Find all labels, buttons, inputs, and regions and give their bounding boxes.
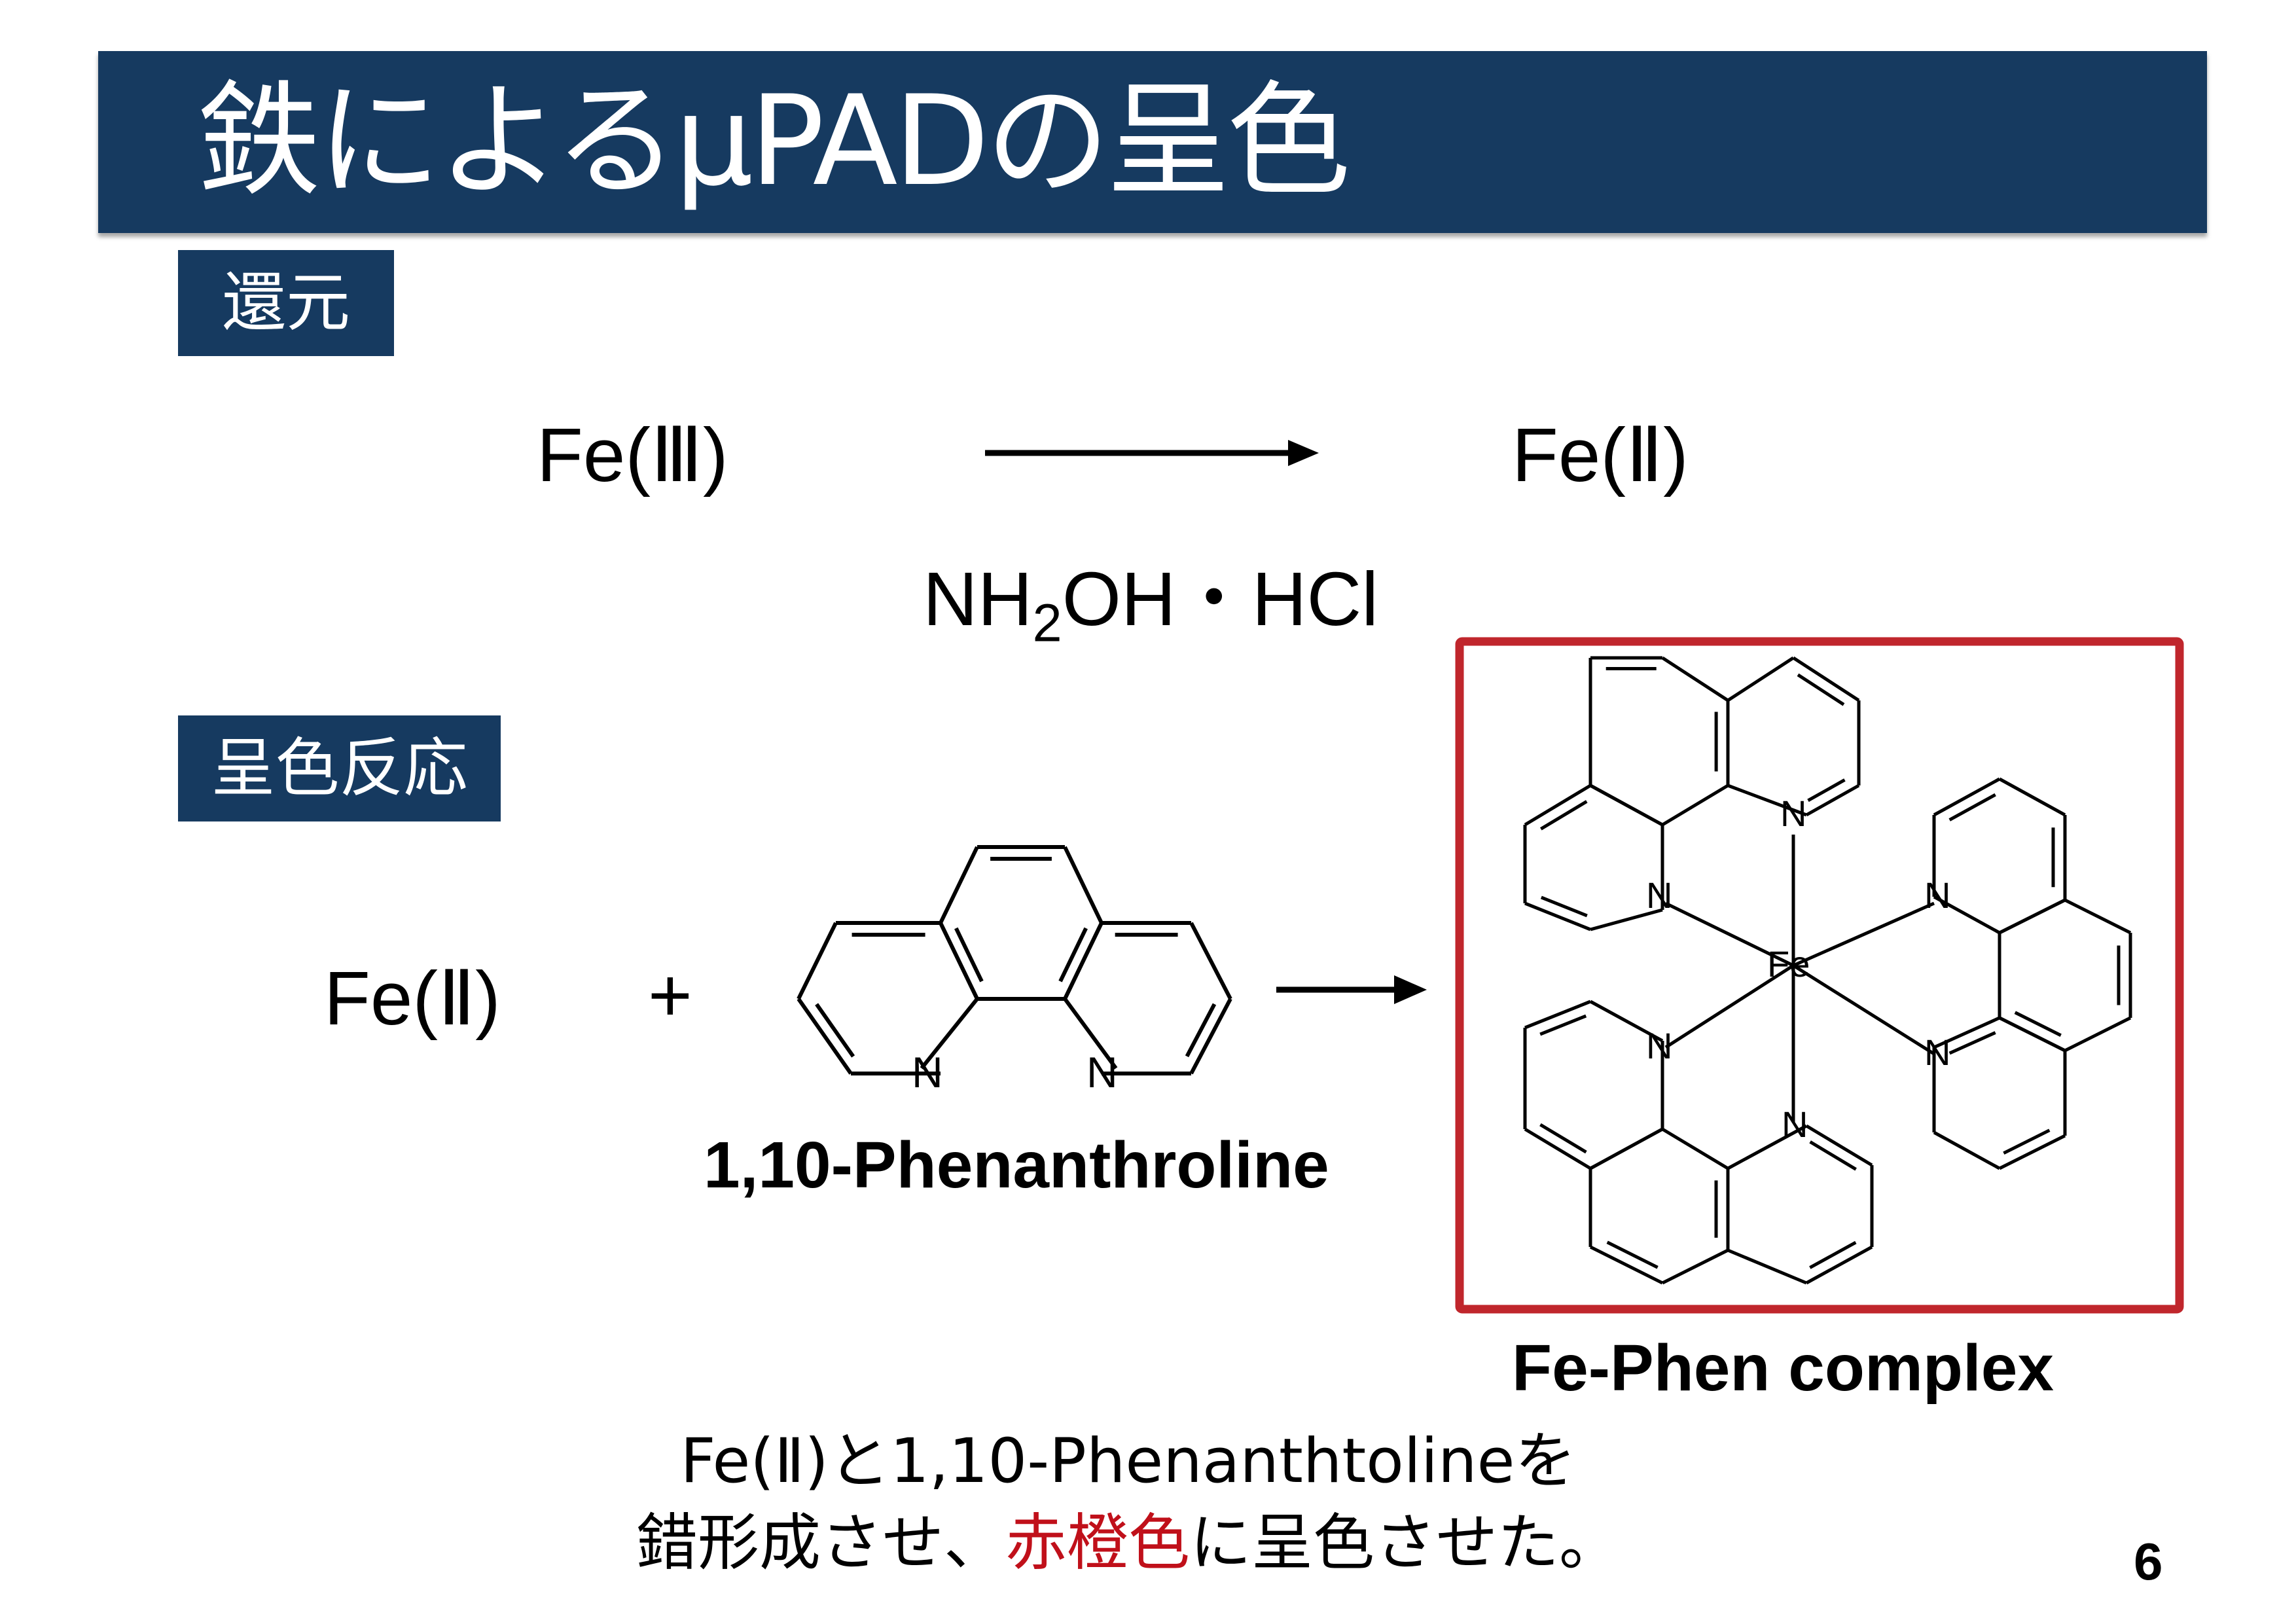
bond (1998, 1134, 2066, 1170)
bond (1589, 784, 1664, 827)
double-bond (2003, 1128, 2051, 1155)
double-bond (1797, 673, 1845, 706)
bond (1664, 901, 1795, 967)
bond (1805, 1124, 1873, 1167)
page-title: 鉄によるμPADの呈色 (196, 69, 1351, 213)
bond (1727, 656, 1795, 702)
reagent-subscript: 2 (1032, 594, 1062, 653)
bond (1933, 895, 2001, 935)
bond (1792, 964, 1935, 1056)
bond (1589, 1000, 1664, 1043)
caption-line-2: 錯形成させ、赤橙色に呈色させた。 (0, 1506, 2276, 1581)
phenanthroline-structure (797, 845, 1232, 1075)
plus-sign: + (648, 952, 692, 1038)
bond (1063, 846, 1103, 924)
atom-label-n: N (1646, 875, 1673, 916)
bond (1727, 1248, 1807, 1285)
double-bond (1539, 1123, 1587, 1154)
reduction-reactant: Fe(Ⅲ) (537, 412, 728, 497)
section-label-reduction: 還元 (178, 250, 394, 356)
bond (1589, 1127, 1664, 1170)
bond (1661, 656, 1729, 702)
reagent-main: NH (923, 556, 1033, 641)
reaction-arrow (1276, 975, 1427, 1004)
atom-label-n: N (1924, 1032, 1951, 1073)
reduction-arrow (985, 440, 1319, 466)
atom-label-n: N (1646, 1025, 1673, 1066)
bond (1727, 1124, 1808, 1170)
double-bond (1058, 927, 1088, 983)
atom-label-n: N (1924, 875, 1951, 916)
bond (2064, 898, 2132, 935)
bond (1524, 1127, 1592, 1170)
bond (2064, 1016, 2132, 1053)
reagent-rest: OH・HCl (1062, 556, 1379, 641)
atom-label-fe: Fe (1767, 943, 1810, 984)
caption-text: に呈色させた。 (1190, 1507, 1621, 1579)
bond (1661, 1248, 1729, 1285)
bond (1998, 898, 2066, 935)
bond (1524, 901, 1591, 931)
double-bond (2014, 1011, 2062, 1038)
title-bar: 鉄によるμPADの呈色 (98, 51, 2207, 233)
double-bond (1948, 1031, 1996, 1055)
bond (797, 998, 853, 1075)
double-bond (1606, 1240, 1659, 1269)
bond (1661, 784, 1729, 827)
bond (1933, 1130, 2001, 1170)
double-bond (1809, 1240, 1857, 1269)
bond (1524, 1000, 1591, 1030)
bond (1998, 1016, 2066, 1053)
bond (1805, 1245, 1873, 1285)
bond (1189, 922, 1232, 1000)
bond (939, 846, 979, 924)
double-bond (1540, 800, 1588, 831)
bond (1727, 784, 1807, 817)
bond (1589, 1245, 1664, 1285)
bond (1933, 777, 2001, 817)
bond (920, 998, 979, 1070)
caption-highlight: 赤橙色 (1005, 1507, 1190, 1579)
ligand-name: 1,10-Phenanthroline (704, 1128, 1329, 1202)
bond (1063, 922, 1103, 1000)
double-bond (954, 927, 984, 983)
bond (1792, 656, 1860, 702)
complex-highlight-box (1455, 637, 2184, 1314)
bond (1998, 777, 2066, 817)
atom-label-n: N (1780, 793, 1807, 834)
double-bond (1539, 1014, 1587, 1036)
atom-label-n: N (1086, 1048, 1118, 1096)
double-bond (815, 1003, 855, 1058)
double-bond (1540, 895, 1588, 918)
bond (797, 922, 838, 1000)
page-number: 6 (2134, 1532, 2163, 1591)
bond (1805, 784, 1860, 817)
bond (1933, 1016, 2001, 1049)
bond (1063, 998, 1118, 1070)
reduction-product: Fe(Ⅱ) (1512, 412, 1689, 497)
bond (1189, 998, 1232, 1075)
fe-phen-complex-structure (1523, 656, 2132, 1285)
caption-line-1: Fe(Ⅱ)と1,10-Phenanthtolineを (680, 1426, 1577, 1497)
bond (1590, 908, 1663, 931)
double-bond (1807, 778, 1846, 803)
double-bond (1185, 1003, 1217, 1058)
caption-text: 錯形成させ、 (636, 1507, 1005, 1579)
atom-label-n: N (912, 1048, 943, 1096)
bond (1524, 784, 1592, 827)
bond (1664, 964, 1795, 1049)
section-label-text: 呈色反応 (211, 731, 468, 806)
double-bond (1809, 1140, 1857, 1171)
section-label-color-reaction: 呈色反応 (178, 715, 501, 821)
bond (939, 922, 979, 1000)
reduction-reagent: NH2OH・HCl (923, 553, 1378, 669)
bond (1661, 1127, 1729, 1170)
section-label-text: 還元 (221, 266, 350, 340)
color-reactant: Fe(Ⅱ) (324, 956, 501, 1041)
bond (1792, 901, 1935, 967)
double-bond (1948, 793, 1996, 821)
complex-name: Fe-Phen complex (1512, 1331, 2054, 1405)
atom-label-n: N (1782, 1104, 1808, 1145)
